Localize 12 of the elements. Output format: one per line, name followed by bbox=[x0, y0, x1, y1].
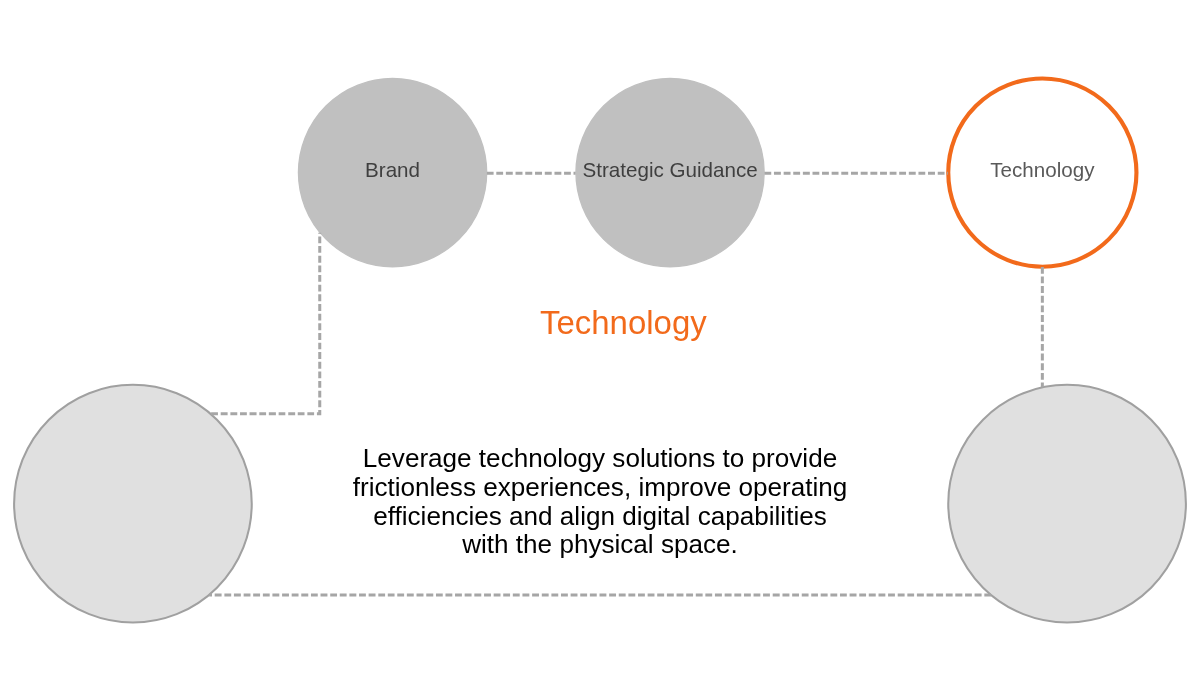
node-circle: Strategic Guidance bbox=[575, 77, 765, 267]
label: Technology bbox=[539, 303, 707, 341]
connector bbox=[1040, 266, 1044, 387]
node-circle: Brand bbox=[297, 77, 488, 267]
connector bbox=[486, 171, 576, 175]
node-circle: Technology bbox=[946, 75, 1139, 269]
connector bbox=[209, 593, 992, 597]
node-circle bbox=[947, 383, 1187, 624]
connector bbox=[211, 232, 322, 415]
node-circle bbox=[13, 383, 253, 624]
label: Leverage technology solutions to provide frictionless experiences, improve operating efficiencies and align digital capabilities with the physical space. bbox=[352, 442, 848, 559]
connector bbox=[764, 171, 949, 175]
